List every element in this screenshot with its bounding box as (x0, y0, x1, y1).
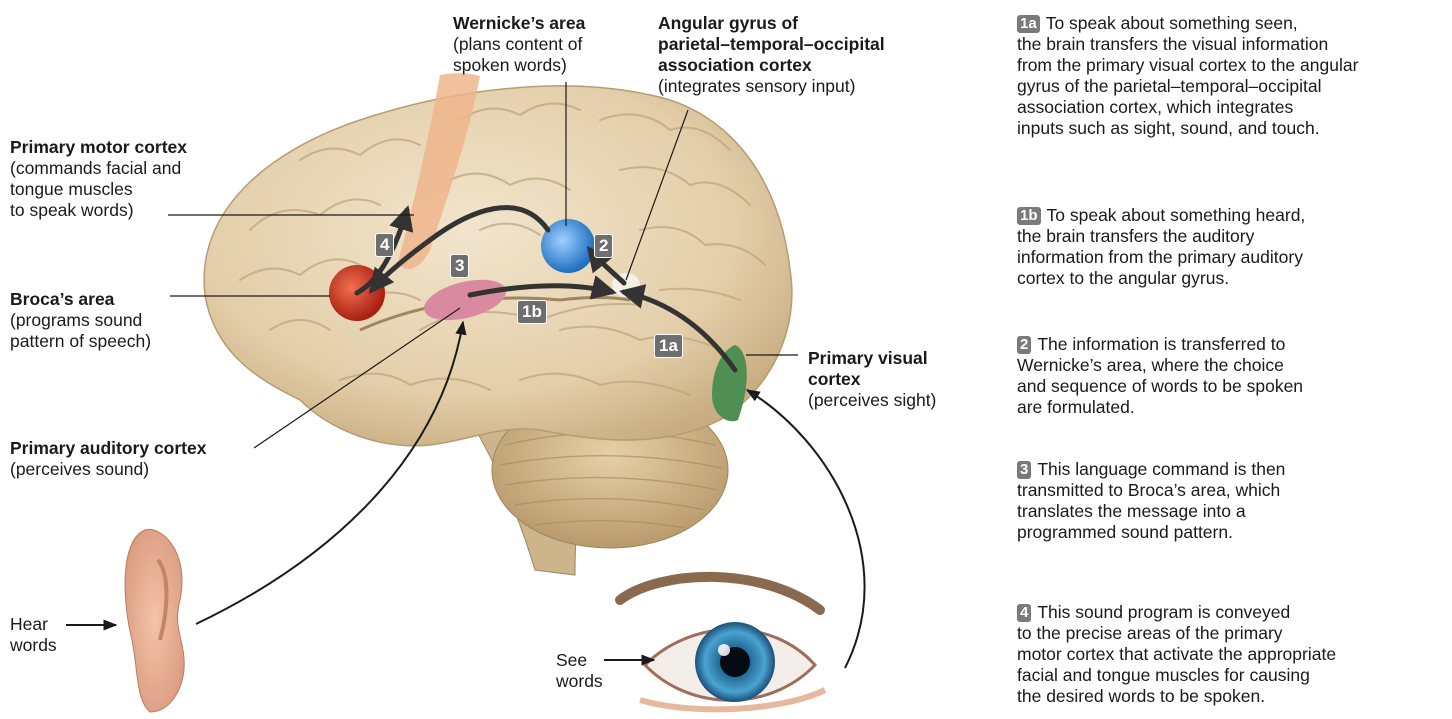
step-1a-badge: 1a (1017, 15, 1040, 33)
label-primary-motor-cortex: Primary motor cortex (commands facial an… (10, 137, 187, 221)
cerebrum (204, 86, 792, 446)
step-3-line-2: transmitted to Broca’s area, which (1017, 480, 1447, 501)
step-3-line-3: translates the message into a (1017, 501, 1447, 522)
step-3-line-1: This language command is then (1037, 459, 1285, 479)
hear-1: Hear (10, 614, 57, 635)
label-brocas-area: Broca’s area (programs sound pattern of … (10, 289, 151, 352)
marker-2: 2 (594, 234, 613, 258)
wernickes-area-region (541, 219, 595, 273)
visual-title-2: cortex (808, 369, 936, 390)
step-1b-badge: 1b (1017, 207, 1041, 225)
broca-desc-2: pattern of speech) (10, 331, 151, 352)
step-1b-line-4: cortex to the angular gyrus. (1017, 268, 1447, 289)
step-1b-line-1: To speak about something heard, (1047, 205, 1306, 225)
marker-4: 4 (375, 233, 394, 257)
motor-title: Primary motor cortex (10, 137, 187, 158)
step-1a-line-6: inputs such as sight, sound, and touch. (1017, 118, 1447, 139)
see-1: See (556, 650, 603, 671)
step-1a: 1a To speak about something seen, the bra… (1017, 13, 1447, 139)
step-1b: 1b To speak about something heard, the br… (1017, 205, 1447, 289)
angular-title-1: Angular gyrus of (658, 13, 885, 34)
label-primary-auditory-cortex: Primary auditory cortex (perceives sound… (10, 438, 206, 480)
wernicke-desc-1: (plans content of (453, 34, 585, 55)
step-4-badge: 4 (1017, 604, 1031, 622)
step-2-line-4: are formulated. (1017, 397, 1447, 418)
step-3: 3 This language command is then transmitt… (1017, 459, 1447, 543)
marker-1a: 1a (654, 334, 683, 358)
angular-title-3: association cortex (658, 55, 885, 76)
broca-desc-1: (programs sound (10, 310, 151, 331)
auditory-desc: (perceives sound) (10, 459, 206, 480)
motor-desc-2: tongue muscles (10, 179, 187, 200)
step-1b-line-2: the brain transfers the auditory (1017, 226, 1447, 247)
arrow-eye-to-visual (747, 390, 865, 668)
wernicke-title: Wernicke’s area (453, 13, 585, 34)
wernicke-desc-2: spoken words) (453, 55, 585, 76)
visual-desc: (perceives sight) (808, 390, 936, 411)
step-4-line-5: the desired words to be spoken. (1017, 686, 1447, 707)
step-3-line-4: programmed sound pattern. (1017, 522, 1447, 543)
step-2: 2 The information is transferred to Werni… (1017, 334, 1447, 418)
label-angular-gyrus: Angular gyrus of parietal–temporal–occip… (658, 13, 885, 97)
see-2: words (556, 671, 603, 692)
hear-2: words (10, 635, 57, 656)
step-4-line-3: motor cortex that activate the appropria… (1017, 644, 1447, 665)
step-1a-line-5: association cortex, which integrates (1017, 97, 1447, 118)
step-2-line-1: The information is transferred to (1037, 334, 1285, 354)
step-4-line-4: facial and tongue muscles for causing (1017, 665, 1447, 686)
label-see-words: See words (556, 650, 603, 692)
step-4-line-1: This sound program is conveyed (1037, 602, 1290, 622)
motor-desc-1: (commands facial and (10, 158, 187, 179)
ear-illustration (125, 529, 184, 712)
marker-3: 3 (450, 254, 469, 278)
label-hear-words: Hear words (10, 614, 57, 656)
broca-title: Broca’s area (10, 289, 151, 310)
step-2-line-2: Wernicke’s area, where the choice (1017, 355, 1447, 376)
step-1a-line-4: gyrus of the parietal–temporal–occipital (1017, 76, 1447, 97)
eye-illustration (620, 577, 825, 709)
marker-1b: 1b (517, 300, 547, 324)
label-primary-visual-cortex: Primary visual cortex (perceives sight) (808, 348, 936, 411)
visual-title-1: Primary visual (808, 348, 936, 369)
step-1a-line-3: from the primary visual cortex to the an… (1017, 55, 1447, 76)
step-1a-line-2: the brain transfers the visual informati… (1017, 34, 1447, 55)
step-2-badge: 2 (1017, 336, 1031, 354)
auditory-title: Primary auditory cortex (10, 438, 206, 459)
step-4-line-2: to the precise areas of the primary (1017, 623, 1447, 644)
step-1a-line-1: To speak about something seen, (1046, 13, 1298, 33)
step-2-line-3: and sequence of words to be spoken (1017, 376, 1447, 397)
label-wernickes-area: Wernicke’s area (plans content of spoken… (453, 13, 585, 76)
step-1b-line-3: information from the primary auditory (1017, 247, 1447, 268)
step-3-badge: 3 (1017, 461, 1031, 479)
step-4: 4 This sound program is conveyed to the p… (1017, 602, 1447, 707)
angular-title-2: parietal–temporal–occipital (658, 34, 885, 55)
angular-desc: (integrates sensory input) (658, 76, 885, 97)
motor-desc-3: to speak words) (10, 200, 187, 221)
